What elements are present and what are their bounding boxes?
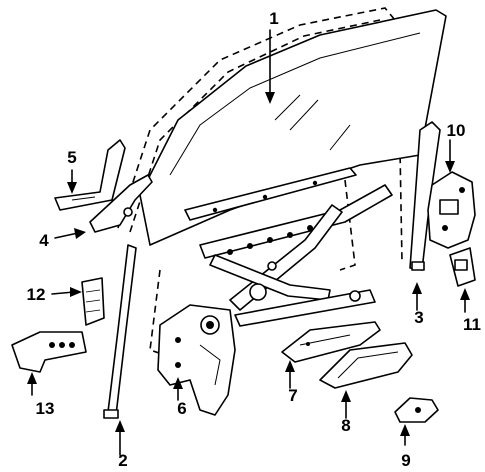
- callout-11: 11: [463, 315, 481, 334]
- callout-6: 6: [177, 399, 186, 418]
- handle-bezel: [319, 342, 413, 389]
- small-bracket: [54, 139, 126, 211]
- door-lock-actuator: [427, 171, 476, 249]
- callout-1: 1: [269, 9, 278, 28]
- callout-13: 13: [36, 399, 55, 418]
- leader-lines: [27, 29, 470, 456]
- callout-10: 10: [447, 121, 466, 140]
- callout-labels: 1 2 3 4 5 6 7 8 9 10 11 12 13: [27, 9, 481, 470]
- run-channel-front: [409, 121, 441, 271]
- callout-8: 8: [341, 416, 350, 435]
- inside-handle: [394, 397, 439, 423]
- callout-3: 3: [414, 308, 423, 327]
- callout-7: 7: [288, 386, 297, 405]
- door-hinge: [11, 331, 87, 373]
- callout-12: 12: [27, 285, 46, 304]
- callout-2: 2: [118, 451, 127, 470]
- callout-5: 5: [67, 148, 76, 167]
- door-glass: [139, 9, 447, 246]
- callout-4: 4: [39, 231, 49, 250]
- lower-bracket: [81, 277, 105, 326]
- run-channel-rear: [103, 244, 137, 419]
- door-striker: [449, 247, 476, 287]
- regulator-arms: [199, 184, 393, 327]
- callout-9: 9: [401, 451, 410, 470]
- outside-handle: [281, 321, 381, 363]
- glass-channel: [184, 167, 357, 221]
- channel-bracket: [89, 174, 153, 233]
- window-regulator-plate: [157, 304, 236, 416]
